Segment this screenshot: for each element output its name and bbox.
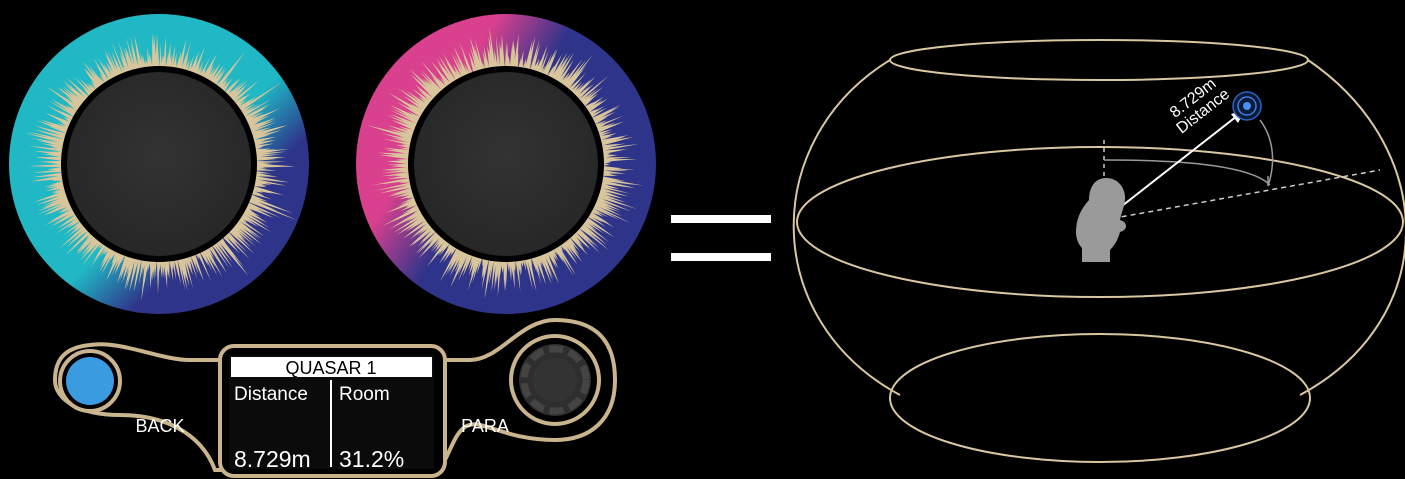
elevation-arc [1260, 120, 1273, 186]
display-col2-header: Room [339, 384, 390, 405]
display-col1-header: Distance [234, 384, 308, 405]
geometry-guides [1104, 110, 1380, 220]
controller-panel: BACK PARA QUASAR 1 Distance Room 8.729m … [55, 320, 615, 476]
head-icon [1076, 178, 1126, 262]
horizontal-guide [1104, 170, 1380, 220]
encoder-right-knob[interactable] [414, 72, 598, 256]
equals-sign [671, 215, 771, 261]
sound-source-icon[interactable] [1233, 92, 1261, 120]
encoder-right[interactable] [356, 14, 656, 314]
back-label: BACK [135, 416, 184, 436]
display-col2-value: 31.2% [339, 446, 404, 472]
azimuth-arc [1104, 160, 1270, 185]
para-label: PARA [461, 416, 509, 436]
sphere-top-rim [890, 40, 1308, 80]
back-button[interactable] [66, 357, 114, 405]
display-screen: QUASAR 1 Distance Room 8.729m 31.2% [229, 355, 434, 472]
encoder-left-knob[interactable] [67, 72, 251, 256]
encoder-left[interactable] [9, 14, 309, 314]
display-title: QUASAR 1 [285, 358, 376, 378]
sphere-bottom-plane [890, 334, 1310, 462]
display-col1-value: 8.729m [234, 446, 311, 472]
para-encoder-center [533, 358, 577, 402]
